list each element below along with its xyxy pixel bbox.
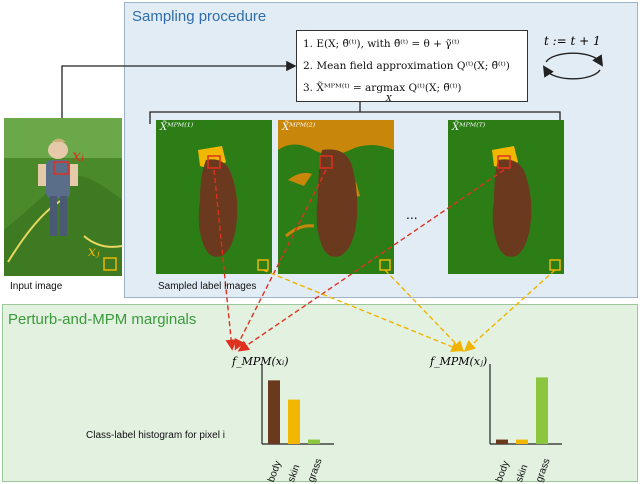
sample-label-2: X̃ᴹᴾᴹ⁽²⁾ [282,122,316,133]
hist-j-label: f_MPM(xⱼ) [430,355,488,368]
hist-caption: Class-label histogram for pixel i [86,430,225,441]
marginals-panel [2,304,638,482]
xi-label: xᵢ [72,146,85,165]
input-to-steps-arrow [61,60,297,118]
samples-ellipsis: ... [406,206,418,222]
sampling-procedure-title: Sampling procedure [132,8,267,25]
input-image-caption: Input image [10,281,63,292]
argmax-subscript: X [386,94,392,103]
hist-bar-body [268,380,280,444]
hist-bar-grass [308,439,320,444]
samples-bracket [149,102,561,124]
hist-bar-skin [516,439,528,444]
hist-bar-grass [536,377,548,444]
sample-label-T: X̃ᴹᴾᴹ⁽ᵀ⁾ [452,122,486,133]
sampling-steps-box: 1. E(X; θ̃⁽ᵗ⁾), with θ̃⁽ᵗ⁾ = θ + γ̃⁽ᵗ⁾ 2… [296,30,528,102]
hist-i-label: f_MPM(xᵢ) [232,355,289,368]
loop-cycle-icon [542,52,604,80]
sampled-images-caption: Sampled label images [158,281,257,292]
input-image [4,118,123,276]
histogram-j-bars [496,377,548,444]
pixel-xi-box [53,161,69,175]
loop-label: t := t + 1 [544,34,601,48]
sample-image-T [448,120,564,274]
pixel-xj-box [103,257,117,271]
marginals-title: Perturb-and-MPM marginals [8,311,197,328]
histogram-i-bars [268,380,320,444]
step-2: 2. Mean field approximation Q⁽ᵗ⁾(X; θ̃⁽ᵗ… [303,60,510,72]
sample-image-2 [278,120,394,274]
hist-bar-body [496,439,508,444]
xj-label: xⱼ [88,244,100,260]
hist-bar-skin [288,399,300,444]
sample-image-1 [156,120,272,274]
histogram-j-axes [489,364,562,445]
step-1: 1. E(X; θ̃⁽ᵗ⁾), with θ̃⁽ᵗ⁾ = θ + γ̃⁽ᵗ⁾ [303,38,460,50]
sample-label-1: X̃ᴹᴾᴹ⁽¹⁾ [160,122,194,133]
step-3: 3. X̃ᴹᴾᴹ⁽ᵗ⁾ = argmax Q⁽ᵗ⁾(X; θ̃⁽ᵗ⁾) [303,82,462,94]
red-dashed-arrows [213,169,505,352]
yellow-dashed-arrows [262,269,556,353]
